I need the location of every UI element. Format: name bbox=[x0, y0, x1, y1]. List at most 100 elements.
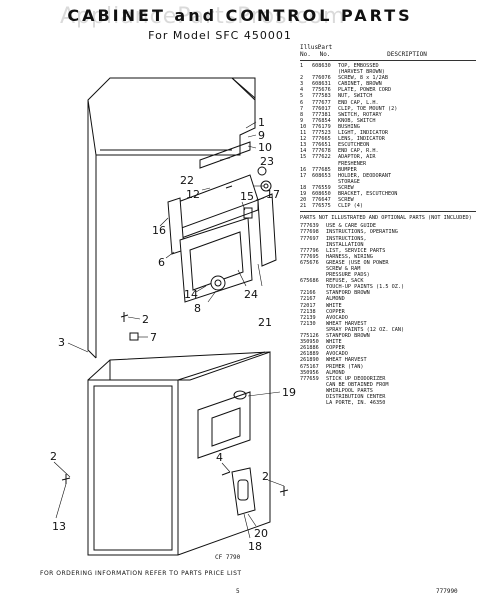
part-description: GREASE (USE ON POWER bbox=[326, 259, 389, 266]
part-no: 776559 bbox=[312, 184, 331, 191]
part-description: WHITE bbox=[326, 339, 342, 346]
part-description: ALMOND bbox=[326, 369, 345, 376]
part-description: LA PORTE, IN. 46350 bbox=[326, 400, 386, 407]
callout-6: 6 bbox=[158, 256, 165, 269]
part-description: PRIMER (TAN) bbox=[326, 363, 364, 370]
part-description: NUT, SWITCH bbox=[338, 93, 373, 100]
part-description: PRESSURE PADS) bbox=[326, 272, 370, 279]
illus-no: 3 bbox=[300, 81, 304, 88]
callout-17: 17 bbox=[266, 188, 280, 201]
part-no: 777583 bbox=[312, 93, 331, 100]
part-description: REFUSE, SACK bbox=[326, 278, 364, 285]
part-description: END CAP, R.H. bbox=[338, 148, 379, 155]
part-no: 777698 bbox=[300, 229, 319, 236]
illus-no: 4 bbox=[300, 87, 304, 94]
part-no: 776575 bbox=[312, 203, 331, 210]
part-description: BUMPER bbox=[338, 166, 357, 173]
part-description: SPRAY PAINTS (12 OZ. CAN) bbox=[326, 326, 405, 333]
illus-no: 7 bbox=[300, 105, 304, 112]
illus-no: 8 bbox=[300, 111, 304, 118]
optional-parts-row: TOUCH-UP PAINTS (1.5 OZ.) bbox=[300, 284, 476, 290]
part-description: AVOCADO bbox=[326, 314, 348, 321]
part-no: 776647 bbox=[312, 197, 331, 204]
part-no: 776076 bbox=[312, 75, 331, 82]
callout-2-lower-left: 2 bbox=[50, 450, 57, 463]
part-description: WHITE bbox=[326, 302, 342, 309]
callout-19: 19 bbox=[282, 386, 296, 399]
part-description: DISTRIBUTION CENTER bbox=[326, 393, 386, 400]
part-description: USE & CARE GUIDE bbox=[326, 223, 376, 230]
parts-row: FRESHENER bbox=[300, 161, 476, 167]
parts-row: 2 776076 SCREW, 8 x 1/2AB bbox=[300, 75, 476, 81]
illus-no: 12 bbox=[300, 136, 307, 143]
illus-no: 15 bbox=[300, 154, 307, 161]
callout-12: 12 bbox=[186, 188, 200, 201]
part-no: 777697 bbox=[300, 235, 319, 242]
callout-14: 14 bbox=[184, 288, 198, 301]
callout-16: 16 bbox=[152, 224, 166, 237]
col-part-top: Part bbox=[317, 44, 333, 51]
part-no: 777677 bbox=[312, 99, 331, 106]
part-no: 608650 bbox=[312, 190, 331, 197]
callout-13: 13 bbox=[52, 520, 66, 533]
optional-parts-row: 777639 USE & CARE GUIDE bbox=[300, 223, 476, 229]
illus-no: 21 bbox=[300, 203, 307, 210]
col-illus-bottom: No. bbox=[300, 51, 311, 58]
part-no: 777685 bbox=[312, 166, 331, 173]
callout-7: 7 bbox=[150, 331, 157, 344]
part-no: 72017 bbox=[300, 302, 316, 309]
part-no: 777796 bbox=[300, 247, 319, 254]
part-description: COPPER bbox=[326, 308, 345, 315]
part-description: TOUCH-UP PAINTS (1.5 OZ.) bbox=[326, 284, 405, 291]
part-description: COPPER bbox=[326, 345, 345, 352]
illus-no: 14 bbox=[300, 148, 307, 155]
part-description: (HARVEST BROWN) bbox=[338, 69, 385, 76]
part-description: SWITCH, ROTARY bbox=[338, 111, 382, 118]
part-description: SCREW, 8 x 1/2AB bbox=[338, 75, 388, 82]
part-description: CAN BE OBTAINED FROM bbox=[326, 381, 389, 388]
optional-parts-row: PRESSURE PADS) bbox=[300, 272, 476, 278]
watermark: AppliancePartsPros.com bbox=[60, 4, 346, 29]
illus-no: 2 bbox=[300, 75, 304, 82]
illus-no: 6 bbox=[300, 99, 304, 106]
page-number: 5 bbox=[236, 588, 240, 595]
illus-no: 19 bbox=[300, 190, 307, 197]
exploded-diagram: 1 9 10 23 17 15 22 12 16 6 14 8 24 21 2 … bbox=[50, 77, 296, 556]
col-illus-top: Illus. bbox=[300, 44, 322, 51]
callout-2-lower-right: 2 bbox=[262, 470, 269, 483]
optional-parts-header: PARTS NOT ILLUSTRATED AND OPTIONAL PARTS… bbox=[300, 215, 472, 222]
optional-parts-row: WHIRLPOOL PARTS bbox=[300, 388, 476, 394]
page-header: CABINET and CONTROL PARTS For Model SFC … bbox=[40, 6, 440, 42]
parts-row: STORAGE bbox=[300, 179, 476, 185]
part-no: 777639 bbox=[300, 223, 319, 230]
part-no: 675686 bbox=[300, 278, 319, 285]
callout-9: 9 bbox=[258, 129, 265, 142]
part-no: 777659 bbox=[300, 375, 319, 382]
part-description: SCREW bbox=[338, 197, 354, 204]
part-no: 776179 bbox=[312, 123, 331, 130]
callout-21: 21 bbox=[258, 316, 272, 329]
callout-22: 22 bbox=[180, 174, 194, 187]
part-description: HOLDER, DEODORANT bbox=[338, 172, 392, 179]
document-code: 777990 bbox=[436, 588, 458, 595]
part-description: AVOCADO bbox=[326, 351, 348, 358]
callout-23: 23 bbox=[260, 155, 274, 168]
part-no: 608653 bbox=[312, 172, 331, 179]
part-description: END CAP, L.H. bbox=[338, 99, 379, 106]
part-no: 350950 bbox=[300, 339, 319, 346]
illus-no: 13 bbox=[300, 142, 307, 149]
callout-15: 15 bbox=[240, 190, 254, 203]
model-line: For Model SFC 450001 bbox=[148, 29, 292, 42]
optional-parts-row: 675686 REFUSE, SACK bbox=[300, 278, 476, 284]
parts-row: 6 777677 END CAP, L.H. bbox=[300, 100, 476, 106]
